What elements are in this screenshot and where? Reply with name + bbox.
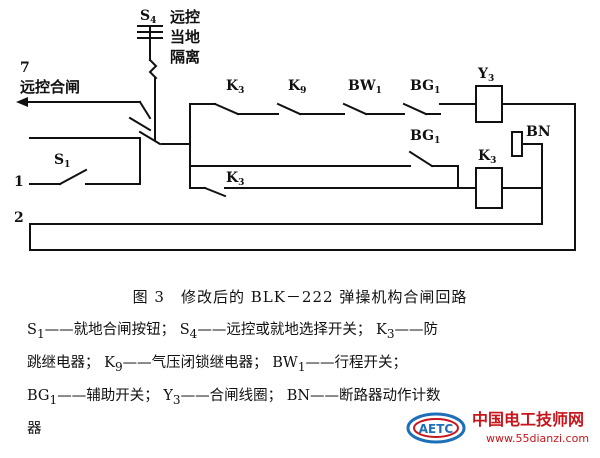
s4-text-3: 隔离 [170,48,200,66]
counter-bn [511,131,523,157]
legend-sub: 9 [114,359,123,374]
legend-code: K [104,355,115,371]
watermark-site-name: 中国电工技师网 [472,410,585,429]
legend-sub: 3 [386,326,395,341]
switch-s1 [58,168,88,186]
logo-text: AETC [419,422,454,436]
top-bg1-label: BG1 [410,78,440,96]
coil-y3-label: Y3 [477,66,494,84]
legend-sub: 1 [36,326,45,341]
remote-close-arrow [16,97,152,120]
line2-number: 2 [14,210,24,226]
top-branch [189,102,576,116]
lower-k3-label: K3 [226,170,244,188]
figure-caption: 图 3 修改后的 BLK－222 弹操机构合闸回路 [132,288,468,306]
s4-contact-b [138,130,162,146]
remote-close-text: 远控合闸 [20,78,80,96]
legend-desc: ——行程开关； [305,355,408,371]
top-k9-label: K9 [288,78,306,96]
legend-line-2: 跳继电器； K9——气压闭锁继电器； BW1——行程开关； [27,351,587,374]
line1-number: 1 [14,174,24,190]
legend-code: K [375,322,387,338]
legend-desc: ——远控或就地选择开关； [197,322,372,338]
s4-label: S4 [140,8,156,26]
s1-label: S1 [54,152,70,170]
legend-line-3: BG1——辅助开关； Y3——合闸线圈； BN——断路器动作计数 [27,384,587,407]
legend-line-4: 器 [27,417,587,438]
lower-bg1-label: BG1 [410,128,440,146]
aetc-logo-icon: AETC [406,412,466,444]
legend-sub: 1 [297,359,306,374]
legend-code: S [179,322,190,338]
switch-s4 [137,25,163,141]
legend-desc: ——就地合闸按钮； [44,322,176,338]
counter-bn-label: BN [526,124,551,140]
s4-text-1: 远控 [170,8,200,26]
remote-close-number: 7 [20,60,30,76]
legend-code: S [27,322,37,338]
legend-desc: ——断路器动作计数 [310,388,441,404]
legend-desc: 器 [27,421,42,437]
legend-code: BG [27,388,50,404]
coil-y3 [475,85,503,123]
legend-code: BW [272,355,298,371]
circuit-diagram: S4 远控 当地 隔离 7 远控合闸 1 S1 K3 K9 BW1 BG1 Y3 [14,8,576,251]
lower-k3-branch [189,186,459,198]
legend-sub: 1 [49,392,58,407]
s4-text-2: 当地 [170,28,200,46]
middle-branch [189,150,459,189]
legend-desc: ——辅助开关； [57,388,159,404]
top-k3-label: K3 [226,78,244,96]
watermark-url: www.55dianzi.com [486,432,590,445]
coil-k3-label: K3 [478,148,496,166]
legend-desc: ——气压闭锁继电器； [122,355,268,371]
coil-k3 [475,167,503,209]
legend-desc: ——防 [394,322,439,338]
top-bw1-label: BW1 [348,78,382,96]
legend-sub: 3 [172,392,181,407]
legend-code: Y [163,388,173,404]
legend-line-1: S1——就地合闸按钮； S4——远控或就地选择开关； K3——防 [27,318,587,341]
s4-contact-a [128,116,152,132]
legend-desc: 跳继电器； [27,355,100,371]
legend-desc: ——合闸线圈； [180,388,283,404]
legend-sub: 4 [189,326,198,341]
watermark: AETC 中国电工技师网 www.55dianzi.com [402,396,598,456]
legend-code: BN [286,388,311,404]
